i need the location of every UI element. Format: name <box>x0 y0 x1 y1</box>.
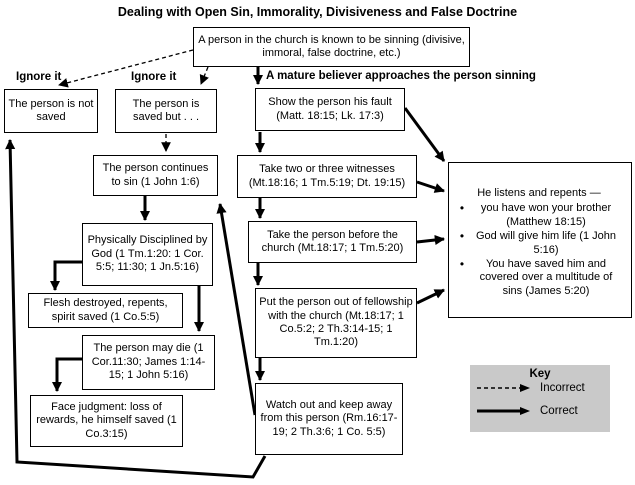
key-legend: Key Incorrect Correct <box>470 365 610 432</box>
arrow-watch-out-to-not-saved <box>5 138 267 479</box>
bullet-icon: • <box>459 201 465 216</box>
box-person-sinning: A person in the church is known to be si… <box>193 27 470 67</box>
box-put-out-of-fellowship: Put the person out of fellowship with th… <box>255 288 417 358</box>
box-before-church: Take the person before the church (Mt.18… <box>248 221 417 263</box>
box-not-saved: The person is not saved <box>4 89 98 133</box>
box-person-may-die: The person may die (1 Cor.11:30; James 1… <box>82 335 215 390</box>
arrow-disciplined-to-flesh <box>49 260 82 292</box>
arrow-before-church-to-listens <box>416 234 446 246</box>
solid-arrow-icon <box>477 407 530 415</box>
box-face-judgment: Face judgment: loss of rewards, he himse… <box>30 395 183 447</box>
key-label-correct: Correct <box>540 405 578 417</box>
list-item: • you have won your brother (Matthew 18:… <box>455 202 623 229</box>
arrow-sinning-to-saved-but <box>199 66 209 85</box>
arrow-watch-out-to-continues <box>216 202 257 416</box>
box-flesh-destroyed: Flesh destroyed, repents, spirit saved (… <box>28 293 183 328</box>
box-watch-out: Watch out and keep away from this person… <box>255 383 403 455</box>
key-label-incorrect: Incorrect <box>540 382 585 394</box>
box-show-fault: Show the person his fault (Matt. 18:15; … <box>255 88 405 131</box>
box-saved-but: The person is saved but . . . <box>115 89 217 133</box>
box-take-witnesses: Take two or three witnesses (Mt.18:16; 1… <box>237 155 417 198</box>
arrow-show-fault-to-listens <box>403 107 446 162</box>
label-ignore-it-left: Ignore it <box>16 71 62 83</box>
list-item: • God will give him life (1 John 5:16) <box>455 230 623 257</box>
box-continues-to-sin: The person continues to sin (1 John 1:6) <box>93 155 218 196</box>
list-item-text: God will give him life (1 John 5:16) <box>475 230 616 256</box>
arrow-sinning-to-not-saved <box>58 49 194 88</box>
arrow-put-out-to-listens <box>416 288 445 305</box>
arrow-may-die-to-face-judgment <box>51 357 82 393</box>
bullet-icon: • <box>459 257 465 272</box>
label-mature-believer: A mature believer approaches the person … <box>266 70 536 82</box>
label-ignore-it-middle: Ignore it <box>131 71 177 83</box>
list-item: • You have saved him and covered over a … <box>455 257 623 298</box>
key-row-correct: Correct <box>476 405 604 417</box>
box-he-listens-and-repents: He listens and repents — • you have won … <box>448 162 632 318</box>
list-item-text: you have won your brother (Matthew 18:15… <box>480 202 612 228</box>
key-row-incorrect: Incorrect <box>476 382 604 394</box>
listens-heading: He listens and repents — <box>477 187 601 199</box>
box-physically-disciplined: Physically Disciplined by God (1 Tm.1:20… <box>82 223 213 286</box>
list-item-text: You have saved him and covered over a mu… <box>479 258 613 297</box>
dashed-arrow-icon <box>477 384 530 392</box>
page-title: Dealing with Open Sin, Immorality, Divis… <box>117 5 518 19</box>
bullet-icon: • <box>459 229 465 244</box>
key-title: Key <box>529 368 551 380</box>
arrow-witnesses-to-listens <box>416 180 445 193</box>
